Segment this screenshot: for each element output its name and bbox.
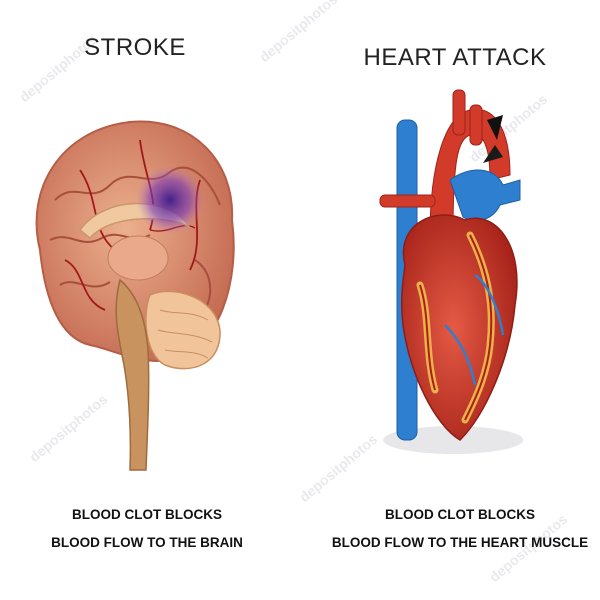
stroke-caption: BLOOD CLOT BLOCKS BLOOD FLOW TO THE BRAI… (0, 501, 300, 557)
stroke-caption-line1: BLOOD CLOT BLOCKS (72, 507, 222, 522)
stroke-title: STROKE (84, 34, 186, 61)
brain-cross-section-icon (35, 120, 235, 471)
heart-anatomy-icon (379, 89, 523, 454)
stroke-caption-line2: BLOOD FLOW TO THE BRAIN (51, 535, 243, 550)
stroke-panel: STROKE (0, 34, 300, 557)
heart-attack-caption-line2: BLOOD FLOW TO THE HEART MUSCLE (331, 535, 589, 550)
heart-attack-panel: HEART ATTACK BLOOD CLOT BLOCKS BLOOD FLO… (300, 0, 600, 600)
heart-attack-title: HEART ATTACK (363, 44, 547, 71)
heart-attack-caption: BLOOD CLOT BLOCKS BLOOD FLOW TO THE HEAR… (320, 501, 600, 557)
heart-attack-caption-line1: BLOOD CLOT BLOCKS (385, 507, 535, 522)
